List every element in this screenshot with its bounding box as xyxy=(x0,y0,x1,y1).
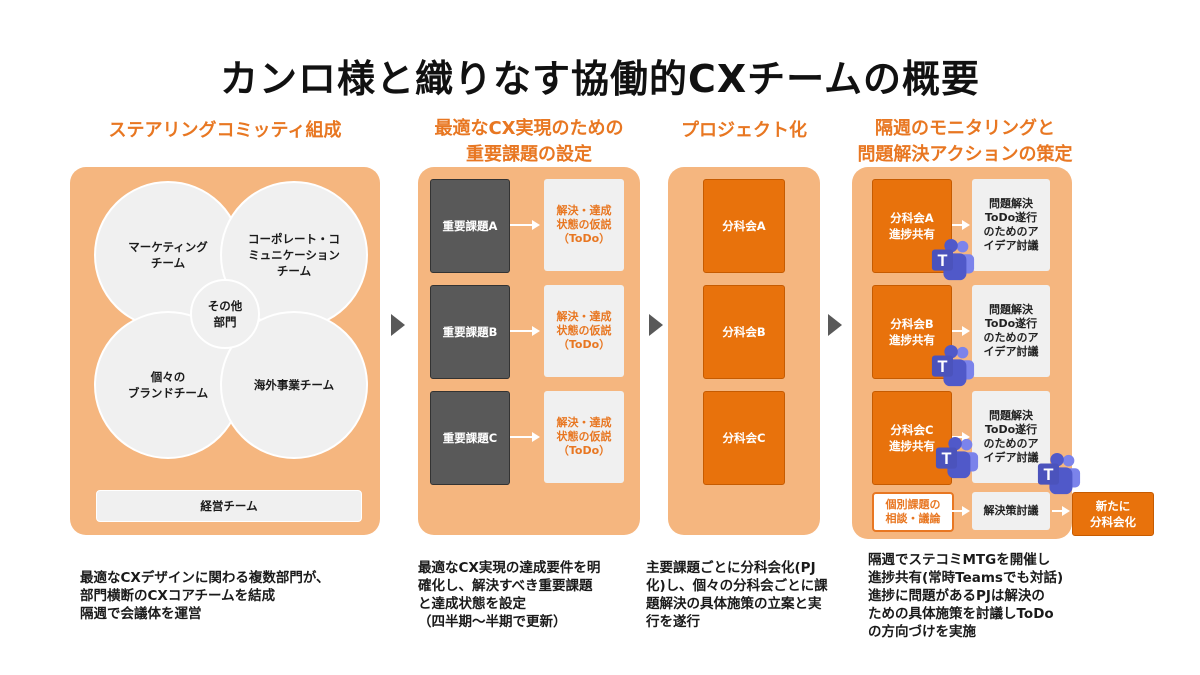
description-steering-committee: 最適なCXデザインに関わる複数部門が、 部門横断のCXコアチームを結成 隔週で会… xyxy=(80,570,330,622)
new-subcommittee-box: 新たに 分科会化 xyxy=(1072,492,1154,536)
key-issue-a-box: 重要課題A xyxy=(430,179,510,273)
heading-project: プロジェクト化 xyxy=(681,120,807,141)
subcommittee-a-box: 分科会A xyxy=(703,179,785,273)
brand-team-circle: 個々の ブランドチーム xyxy=(94,311,242,459)
microsoft-teams-icon: T xyxy=(931,344,975,387)
connector-line xyxy=(952,330,964,332)
marketing-team-circle: マーケティング チーム xyxy=(94,181,242,329)
connector-line xyxy=(510,436,532,438)
connector-line xyxy=(952,436,964,438)
arrow-right-icon xyxy=(532,432,540,442)
connector-line xyxy=(1052,510,1064,512)
corporate-communication-label: コーポレート・コ ミュニケーション チーム xyxy=(248,232,340,278)
arrow-right-icon xyxy=(962,506,970,516)
connector-line xyxy=(510,224,532,226)
page-title: カンロ様と織りなす協働的CXチームの概要 xyxy=(219,57,981,101)
progress-share-a-box: 分科会A 進捗共有 xyxy=(872,179,952,273)
overseas-team-label: 海外事業チーム xyxy=(253,378,335,392)
idea-discussion-b-box: 問題解決 ToDo遂行 のためのア イデア討議 xyxy=(972,285,1050,377)
idea-discussion-c-box: 問題解決 ToDo遂行 のためのア イデア討議 xyxy=(972,391,1050,483)
hypothesis-c-box: 解決・達成 状態の仮説 （ToDo） xyxy=(544,391,624,483)
hypothesis-b-box: 解決・達成 状態の仮説 （ToDo） xyxy=(544,285,624,377)
arrow-right-icon xyxy=(962,220,970,230)
progress-share-b-box: 分科会B 進捗共有 xyxy=(872,285,952,379)
key-issue-b-box: 重要課題B xyxy=(430,285,510,379)
svg-text:T: T xyxy=(1043,466,1053,484)
chevron-right-icon xyxy=(649,314,663,336)
heading-monitoring: 隔週のモニタリングと 問題解決アクションの策定 xyxy=(857,118,1073,165)
chevron-right-icon xyxy=(391,314,405,336)
solution-discussion-box: 解決策討議 xyxy=(972,492,1050,530)
other-departments-label: その他 部門 xyxy=(207,299,243,329)
svg-text:T: T xyxy=(937,252,947,270)
chevron-right-icon xyxy=(828,314,842,336)
heading-steering-committee: ステアリングコミッティ組成 xyxy=(108,120,342,141)
subcommittee-b-box: 分科会B xyxy=(703,285,785,379)
arrow-right-icon xyxy=(532,326,540,336)
description-monitoring: 隔週でステコミMTGを開催し 進捗共有(常時Teamsでも対話) 進捗に問題があ… xyxy=(868,552,1064,640)
description-project: 主要課題ごとに分科会化(PJ 化)し、個々の分科会ごとに課 題解決の具体施策の立… xyxy=(646,560,828,630)
progress-share-c-box: 分科会C 進捗共有 xyxy=(872,391,952,485)
svg-text:T: T xyxy=(937,358,947,376)
connector-line xyxy=(952,510,964,512)
microsoft-teams-icon: T xyxy=(931,238,975,281)
arrow-right-icon xyxy=(962,326,970,336)
other-departments-circle: その他 部門 xyxy=(190,279,260,349)
microsoft-teams-icon: T xyxy=(1037,452,1081,495)
arrow-right-icon xyxy=(1062,506,1070,516)
heading-key-issues: 最適なCX実現のための 重要課題の設定 xyxy=(434,118,624,165)
connector-line xyxy=(510,330,532,332)
key-issue-c-box: 重要課題C xyxy=(430,391,510,485)
subcommittee-c-box: 分科会C xyxy=(703,391,785,485)
description-key-issues: 最適なCX実現の達成要件を明 確化し、解決すべき重要課題 と達成状態を設定 （四… xyxy=(418,560,601,630)
management-team-bar: 経営チーム xyxy=(96,490,362,522)
arrow-right-icon xyxy=(962,432,970,442)
arrow-right-icon xyxy=(532,220,540,230)
microsoft-teams-icon: T xyxy=(935,436,979,479)
steering-committee-panel: マーケティング チーム コーポレート・コ ミュニケーション チーム 個々の ブラ… xyxy=(70,167,380,535)
svg-text:T: T xyxy=(941,450,951,468)
marketing-team-label: マーケティング チーム xyxy=(128,240,208,270)
hypothesis-a-box: 解決・達成 状態の仮説 （ToDo） xyxy=(544,179,624,271)
brand-team-label: 個々の ブランドチーム xyxy=(127,370,209,400)
individual-issue-box: 個別課題の 相談・議論 xyxy=(872,492,954,532)
idea-discussion-a-box: 問題解決 ToDo遂行 のためのア イデア討議 xyxy=(972,179,1050,271)
connector-line xyxy=(952,224,964,226)
